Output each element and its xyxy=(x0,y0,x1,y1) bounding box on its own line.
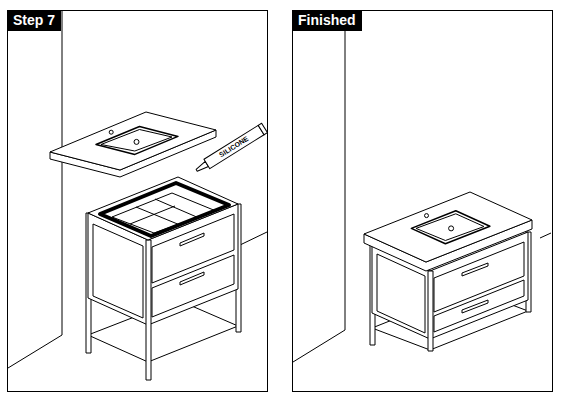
step-heading: Finished xyxy=(292,10,362,31)
step-panel: Finished xyxy=(292,10,553,392)
silicone-tube xyxy=(194,123,268,175)
finished-vanity xyxy=(364,192,532,351)
step-panel: Step 7 xyxy=(7,10,268,392)
vanity-cabinet xyxy=(86,177,241,380)
step-heading: Step 7 xyxy=(7,10,61,31)
wall-lines xyxy=(8,11,551,368)
countertop xyxy=(50,112,216,177)
